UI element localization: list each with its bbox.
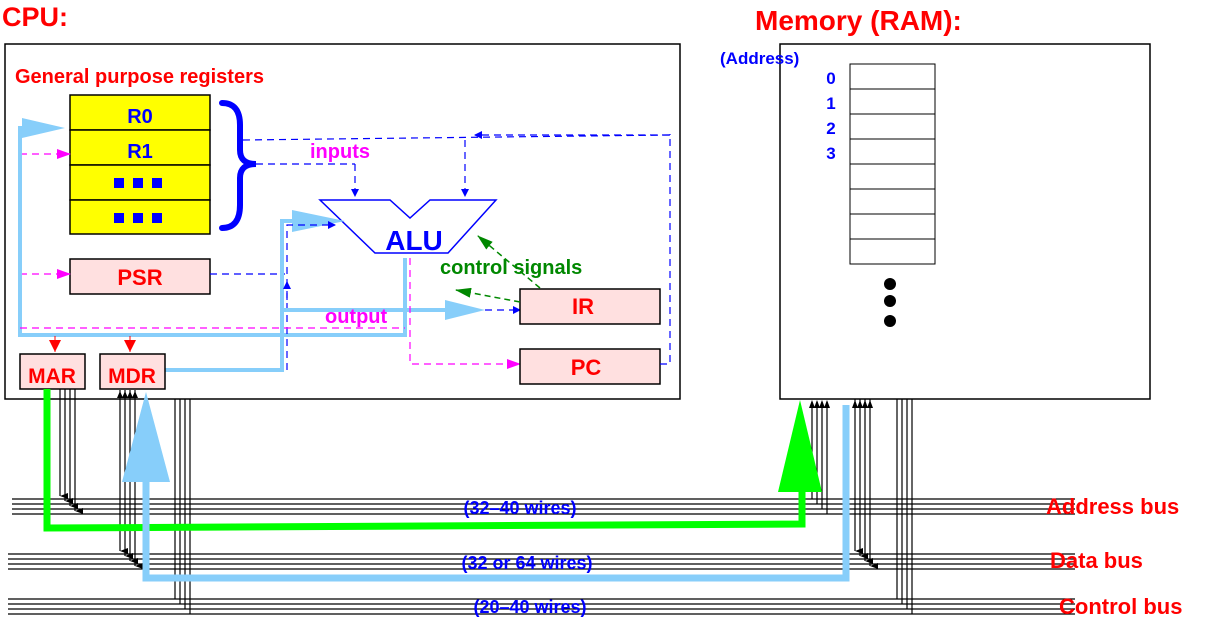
address-3: 3 [826, 144, 835, 163]
address-1: 1 [826, 94, 835, 113]
address-2: 2 [826, 119, 835, 138]
memory-cell [849, 138, 936, 165]
control-signals-label: control signals [440, 257, 582, 279]
register-ellipsis-2 [114, 213, 162, 223]
ir-label: IR [572, 294, 594, 319]
memory-ellipsis-icon [884, 278, 896, 327]
mar-register [19, 353, 86, 390]
psr-label: PSR [117, 265, 162, 290]
data-flow-arrow [122, 392, 170, 482]
alu-shape [318, 199, 498, 254]
control-signal-out [455, 287, 521, 303]
memory-cell [849, 213, 936, 240]
address-flow-path [43, 389, 806, 532]
mar-label: MAR [28, 365, 76, 388]
address-header: (Address) [720, 49, 799, 68]
alu-label: ALU [385, 225, 443, 256]
memory-cell [849, 88, 936, 115]
memory-cell [849, 238, 936, 265]
memory-cell [849, 163, 936, 190]
mar-to-address-bus-wires [59, 389, 83, 514]
data-bus-wires-label: (32 or 64 wires) [461, 553, 592, 573]
address-flow-arrow [778, 400, 822, 492]
address-bus [12, 498, 1075, 515]
inputs-label: inputs [310, 141, 370, 163]
pc-register [519, 348, 661, 385]
register-r1-label: R1 [127, 141, 153, 163]
alu-dashed-input [286, 221, 336, 370]
memory-to-data-bus-wires [852, 399, 878, 569]
ir-register [519, 288, 661, 325]
memory-title: Memory (RAM): [755, 5, 962, 36]
data-bus-label: Data bus [1050, 548, 1143, 573]
control-signal-to-alu [477, 235, 541, 289]
mdr-bus-arrowheads [117, 391, 138, 398]
cpu-control-bus-wires [174, 399, 191, 614]
mdr-register [99, 353, 166, 390]
pc-feedback-arrow [474, 131, 671, 365]
register-r0-label: R0 [127, 106, 153, 128]
mdr-label: MDR [108, 365, 156, 388]
ir-input-arrow [445, 300, 485, 320]
register-input-arrow [22, 118, 65, 138]
psr-register [69, 258, 211, 295]
memory-box [779, 43, 1151, 400]
memory-cell [849, 63, 936, 90]
mdr-to-alu-path [165, 219, 300, 372]
memory-cell [849, 188, 936, 215]
pc-label: PC [571, 355, 602, 380]
address-bus-label: Address bus [1046, 494, 1179, 519]
address-0: 0 [826, 69, 835, 88]
control-bus-label: Control bus [1059, 594, 1182, 619]
output-label: output [325, 306, 388, 328]
register-r0 [69, 94, 211, 131]
address-bus-wires-label: (32–40 wires) [463, 498, 576, 518]
control-bus-wires-label: (20–40 wires) [473, 597, 586, 617]
alu-operand-arrow [292, 210, 345, 232]
memory-cell [849, 113, 936, 140]
register-ellipsis-1 [114, 178, 162, 188]
register-file: R0 R1 [69, 94, 211, 235]
cpu-title: CPU: [2, 2, 68, 32]
memory-control-bus-wires [896, 399, 913, 614]
memory-cells [849, 63, 936, 265]
data-flow-path [142, 405, 850, 582]
gpr-label: General purpose registers [15, 66, 264, 88]
